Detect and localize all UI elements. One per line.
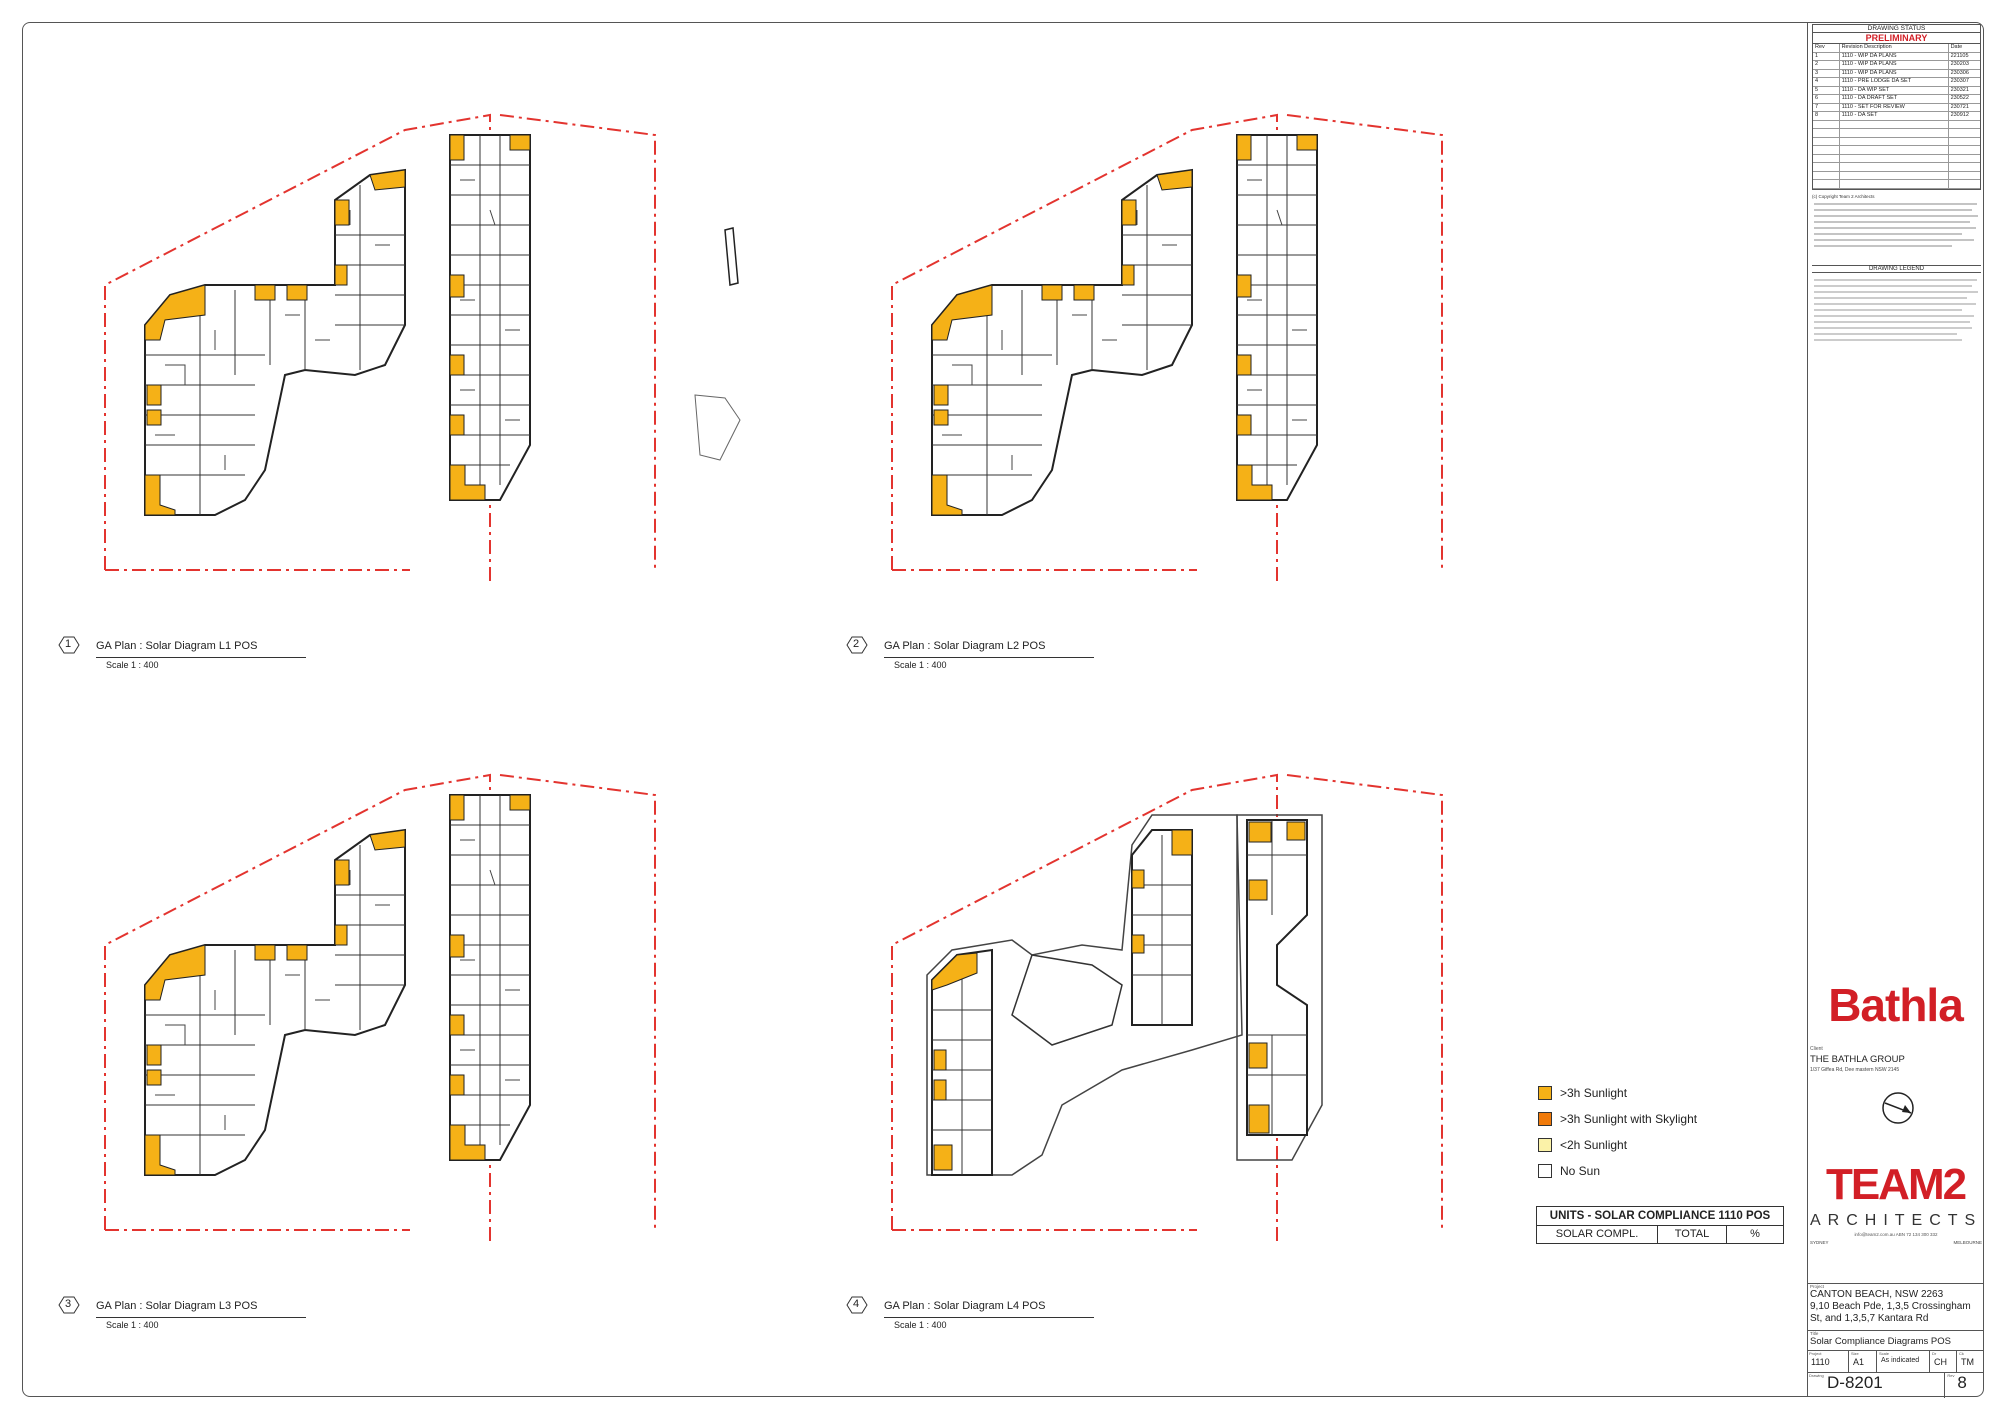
view-number-marker — [58, 1296, 80, 1314]
drawing-sheet-border — [22, 22, 1984, 1397]
office-melbourne: MELBOURNE — [1953, 1240, 1982, 1245]
drawing-status: DRAWING STATUS PRELIMINARY Rev Revision … — [1812, 24, 1981, 190]
project-line: CANTON BEACH, NSW 2263 — [1810, 1289, 1944, 1300]
table-title: UNITS - SOLAR COMPLIANCE 1110 POS — [1537, 1207, 1783, 1226]
plan-number: 1 — [65, 638, 72, 650]
copyright-label: (c) Copyright Team 2 Architects — [1812, 193, 1875, 199]
plan-title-2: 2 GA Plan : Solar Diagram L2 POS Scale 1… — [846, 636, 1094, 670]
project-line: 9,10 Beach Pde, 1,3,5 Crossingham — [1810, 1301, 1971, 1312]
plan-drawings — [104, 114, 1443, 1246]
office-locations: SYDNEY MELBOURNE — [1810, 1240, 1982, 1245]
general-notes — [1814, 279, 1978, 340]
client-address: 1/37 Giffea Rd, Dee mastern NSW 2145 — [1810, 1067, 1900, 1073]
plan-title-3: 3 GA Plan : Solar Diagram L3 POS Scale 1… — [58, 1296, 306, 1330]
revision-header: Rev Revision Description Date — [1813, 44, 1980, 53]
legend-label: No Sun — [1560, 1164, 1601, 1178]
legend-item: >3h Sunlight — [1538, 1080, 1697, 1106]
rev-header: Date — [1950, 44, 1963, 50]
plan-title-4: 4 GA Plan : Solar Diagram L4 POS Scale 1… — [846, 1296, 1094, 1330]
copyright-notes — [1814, 203, 1978, 246]
legend-label: <2h Sunlight — [1560, 1138, 1628, 1152]
plan-number: 2 — [853, 638, 860, 650]
drawing-title-label: Title — [1810, 1331, 1819, 1336]
status-label: DRAWING STATUS — [1813, 25, 1980, 33]
architect-subtitle: ARCHITECTS — [1810, 1212, 1983, 1229]
office-sydney: SYDNEY — [1810, 1240, 1829, 1245]
legend-label: >3h Sunlight — [1560, 1086, 1628, 1100]
client-label: Client — [1810, 1046, 1823, 1052]
legend-item: <2h Sunlight — [1538, 1132, 1697, 1158]
column-header: SOLAR COMPL. — [1537, 1226, 1658, 1243]
view-number-marker — [846, 636, 868, 654]
plan-title-1: 1 GA Plan : Solar Diagram L1 POS Scale 1… — [58, 636, 306, 670]
project-box: Project CANTON BEACH, NSW 2263 9,10 Beac… — [1807, 1283, 1984, 1325]
project-line: St, and 1,3,5,7 Kantara Rd — [1810, 1313, 1929, 1324]
plan-title-text: GA Plan : Solar Diagram L2 POS — [884, 640, 1046, 652]
plan-number: 4 — [853, 1298, 860, 1310]
project-label: Project — [1810, 1284, 1825, 1289]
plan-scale: Scale 1 : 400 — [106, 660, 159, 670]
legend-swatch — [1538, 1112, 1552, 1126]
plan-scale: Scale 1 : 400 — [894, 1320, 947, 1330]
rev-header: Revision Description — [1840, 44, 1949, 52]
plan-scale: Scale 1 : 400 — [106, 1320, 159, 1330]
drawing-title: Solar Compliance Diagrams POS — [1810, 1336, 1951, 1347]
legend-label: >3h Sunlight with Skylight — [1560, 1112, 1698, 1126]
north-arrow-icon — [1882, 1092, 1914, 1124]
view-number-marker — [58, 636, 80, 654]
plan-title-text: GA Plan : Solar Diagram L4 POS — [884, 1300, 1046, 1312]
architect-logo: TEAM2 — [1825, 1160, 1967, 1209]
title-block: DRAWING STATUS PRELIMINARY Rev Revision … — [1807, 22, 1985, 1397]
rev-header: Rev — [1813, 44, 1840, 52]
architect-contact: info@team2.com.au ABN 72 134 300 332 — [1854, 1232, 1938, 1237]
column-header: TOTAL — [1658, 1226, 1727, 1243]
legend-item: >3h Sunlight with Skylight — [1538, 1106, 1697, 1132]
column-header: % — [1750, 1228, 1760, 1240]
plan-title-text: GA Plan : Solar Diagram L1 POS — [96, 640, 258, 652]
client-logo: Bathla — [1828, 979, 1964, 1031]
status-value: PRELIMINARY — [1813, 33, 1980, 44]
client-name: THE BATHLA GROUP — [1810, 1054, 1905, 1065]
drawing-legend-label: DRAWING LEGEND — [1812, 264, 1981, 273]
drawing-title-box: Title Solar Compliance Diagrams POS — [1807, 1330, 1984, 1347]
plan-title-text: GA Plan : Solar Diagram L3 POS — [96, 1300, 258, 1312]
solar-compliance-table: UNITS - SOLAR COMPLIANCE 1110 POS SOLAR … — [1536, 1206, 1784, 1244]
legend-swatch — [1538, 1138, 1552, 1152]
solar-legend: >3h Sunlight >3h Sunlight with Skylight … — [1538, 1080, 1697, 1184]
plan-scale: Scale 1 : 400 — [894, 660, 947, 670]
legend-item: No Sun — [1538, 1158, 1697, 1184]
view-number-marker — [846, 1296, 868, 1314]
plan-number: 3 — [65, 1298, 72, 1310]
legend-swatch — [1538, 1164, 1552, 1178]
legend-swatch — [1538, 1086, 1552, 1100]
